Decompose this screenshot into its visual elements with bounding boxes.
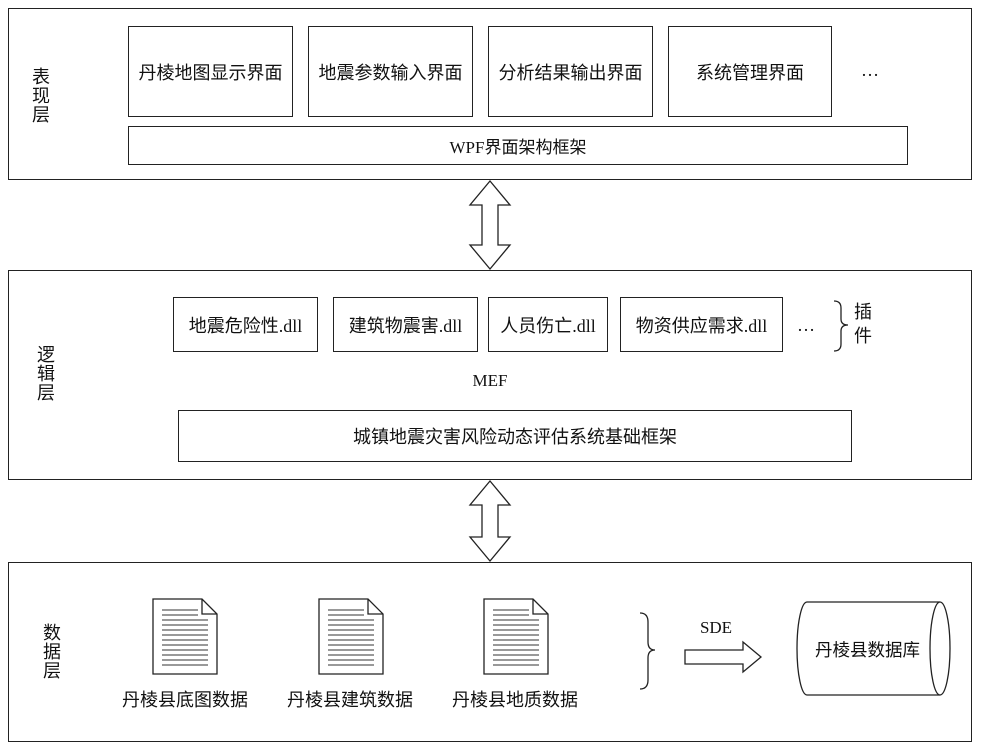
document-icon-building	[318, 598, 384, 675]
plugin-supply-demand: 物资供应需求.dll	[620, 297, 783, 352]
logic-layer-label: 逻辑层	[37, 345, 55, 403]
plugins-brace	[833, 300, 849, 352]
module-seismic-parameter-input: 地震参数输入界面	[308, 26, 473, 117]
module-map-display: 丹棱地图显示界面	[128, 26, 293, 117]
document-fold	[367, 599, 383, 615]
logic-more-ellipsis: …	[797, 315, 815, 335]
double-arrow-presentation-logic	[468, 179, 512, 271]
plugin-seismic-hazard: 地震危险性.dll	[173, 297, 318, 352]
document-text-lines	[162, 609, 208, 666]
cylinder-left-end	[796, 601, 808, 696]
cylinder-right-face	[929, 601, 951, 696]
data-layer-label: 数据层	[43, 623, 61, 681]
source-label-geology: 丹棱县地质数据	[452, 690, 578, 710]
double-arrow-shape	[468, 179, 512, 271]
document-text-lines	[493, 609, 539, 666]
document-text-lines	[328, 609, 374, 666]
document-fold	[532, 599, 548, 615]
presentation-layer-label: 表现层	[32, 67, 50, 125]
brace-shape	[833, 300, 849, 352]
right-arrow-shape	[684, 640, 763, 674]
document-icon-geology	[483, 598, 549, 675]
double-arrow-logic-data	[468, 479, 512, 563]
module-system-management: 系统管理界面	[668, 26, 832, 117]
sources-brace	[639, 612, 656, 690]
plugins-label: 插件	[854, 302, 872, 346]
right-arrow	[684, 640, 763, 674]
plugin-building-damage: 建筑物震害.dll	[333, 297, 478, 352]
brace-shape	[639, 612, 656, 690]
cylinder-body	[797, 602, 940, 695]
document-icon-basemap	[152, 598, 218, 675]
source-label-building: 丹棱县建筑数据	[287, 690, 413, 710]
double-arrow-shape	[468, 479, 512, 563]
presentation-more-ellipsis: …	[861, 60, 879, 80]
database-cylinder-icon	[796, 601, 951, 696]
source-label-basemap: 丹棱县底图数据	[122, 690, 248, 710]
base-framework-box: 城镇地震灾害风险动态评估系统基础框架	[178, 410, 852, 462]
module-analysis-output: 分析结果输出界面	[488, 26, 653, 117]
document-fold	[201, 599, 217, 615]
plugin-casualties: 人员伤亡.dll	[488, 297, 608, 352]
mef-label: MEF	[472, 371, 508, 390]
sde-label: SDE	[699, 618, 733, 637]
wpf-framework-box: WPF界面架构框架	[128, 126, 908, 165]
database-label: 丹棱县数据库	[815, 640, 920, 660]
